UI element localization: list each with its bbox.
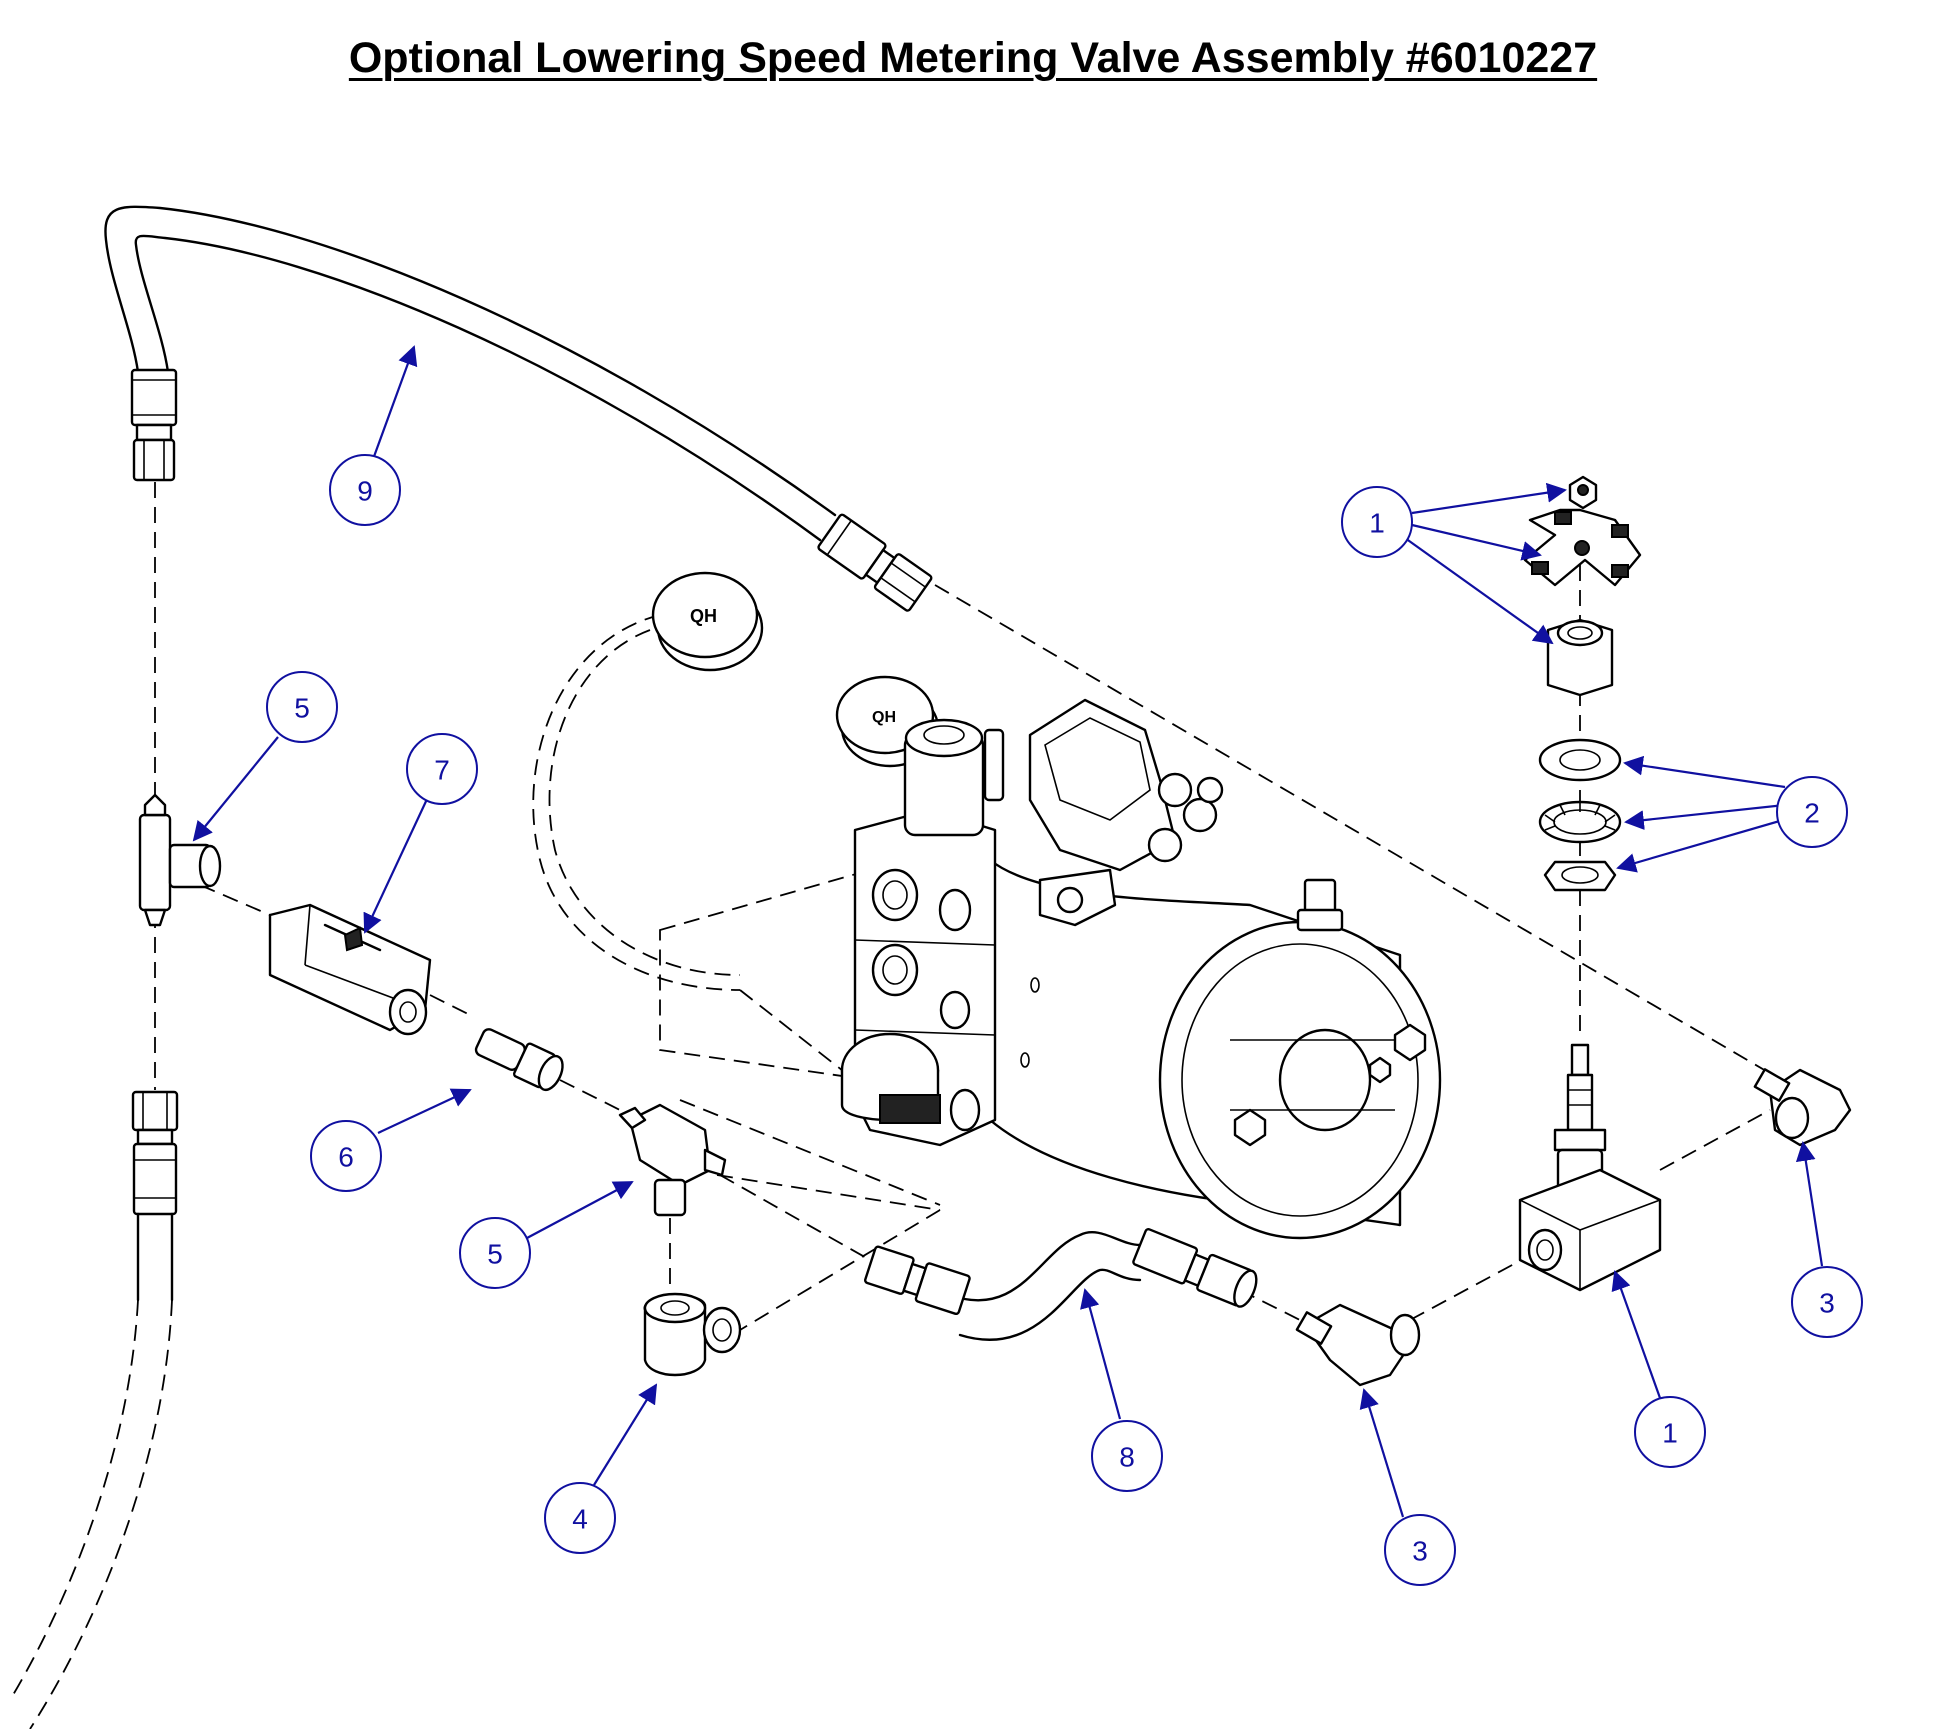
svg-text:1: 1	[1662, 1418, 1678, 1449]
svg-text:7: 7	[434, 755, 450, 786]
start-solenoid	[1028, 698, 1224, 927]
svg-text:5: 5	[487, 1239, 503, 1270]
callout-8: 8	[1091, 1420, 1163, 1492]
callout-5-top: 5	[266, 671, 338, 743]
svg-text:QH: QH	[690, 606, 717, 626]
callout-leaders	[192, 345, 1824, 1518]
svg-text:9: 9	[357, 476, 373, 507]
hose-9	[104, 205, 933, 612]
hose-9-lower	[9, 1090, 179, 1729]
tee-fitting-lower	[618, 1103, 727, 1217]
svg-text:2: 2	[1804, 798, 1820, 829]
filler-cap-top: QH	[651, 571, 764, 672]
motor-housing	[988, 858, 1442, 1240]
svg-text:4: 4	[572, 1504, 588, 1535]
callout-6: 6	[310, 1120, 382, 1192]
valve-manifold	[840, 808, 997, 1147]
short-hose	[864, 1228, 1258, 1342]
svg-text:6: 6	[338, 1142, 354, 1173]
valve-coil	[903, 718, 1005, 837]
callout-9: 9	[329, 454, 401, 526]
flow-control-valve	[268, 903, 432, 1036]
metering-valve-knob-stack	[1523, 475, 1642, 892]
svg-text:1: 1	[1369, 508, 1385, 539]
svg-text:3: 3	[1412, 1536, 1428, 1567]
callout-7: 7	[406, 733, 478, 805]
metering-valve-body	[1518, 1043, 1662, 1292]
adapter-fitting	[474, 1028, 564, 1092]
callout-2: 2	[1776, 776, 1848, 848]
reservoir-tank	[532, 614, 941, 1206]
callout-5-bottom: 5	[459, 1217, 531, 1289]
svg-text:8: 8	[1119, 1442, 1135, 1473]
callout-1-bottom: 1	[1634, 1396, 1706, 1468]
callout-1-top: 1	[1341, 486, 1413, 558]
callout-3-bottom: 3	[1384, 1514, 1456, 1586]
elbow-fitting-right	[1753, 1068, 1852, 1147]
svg-text:5: 5	[294, 693, 310, 724]
elbow-fitting-lower	[1295, 1303, 1421, 1387]
svg-text:3: 3	[1819, 1288, 1835, 1319]
tee-fitting-upper	[138, 793, 222, 927]
callout-3-right: 3	[1791, 1266, 1863, 1338]
swivel-elbow	[643, 1292, 742, 1377]
page-title: Optional Lowering Speed Metering Valve A…	[348, 34, 1598, 82]
callout-4: 4	[544, 1482, 616, 1554]
svg-text:QH: QH	[872, 709, 896, 726]
